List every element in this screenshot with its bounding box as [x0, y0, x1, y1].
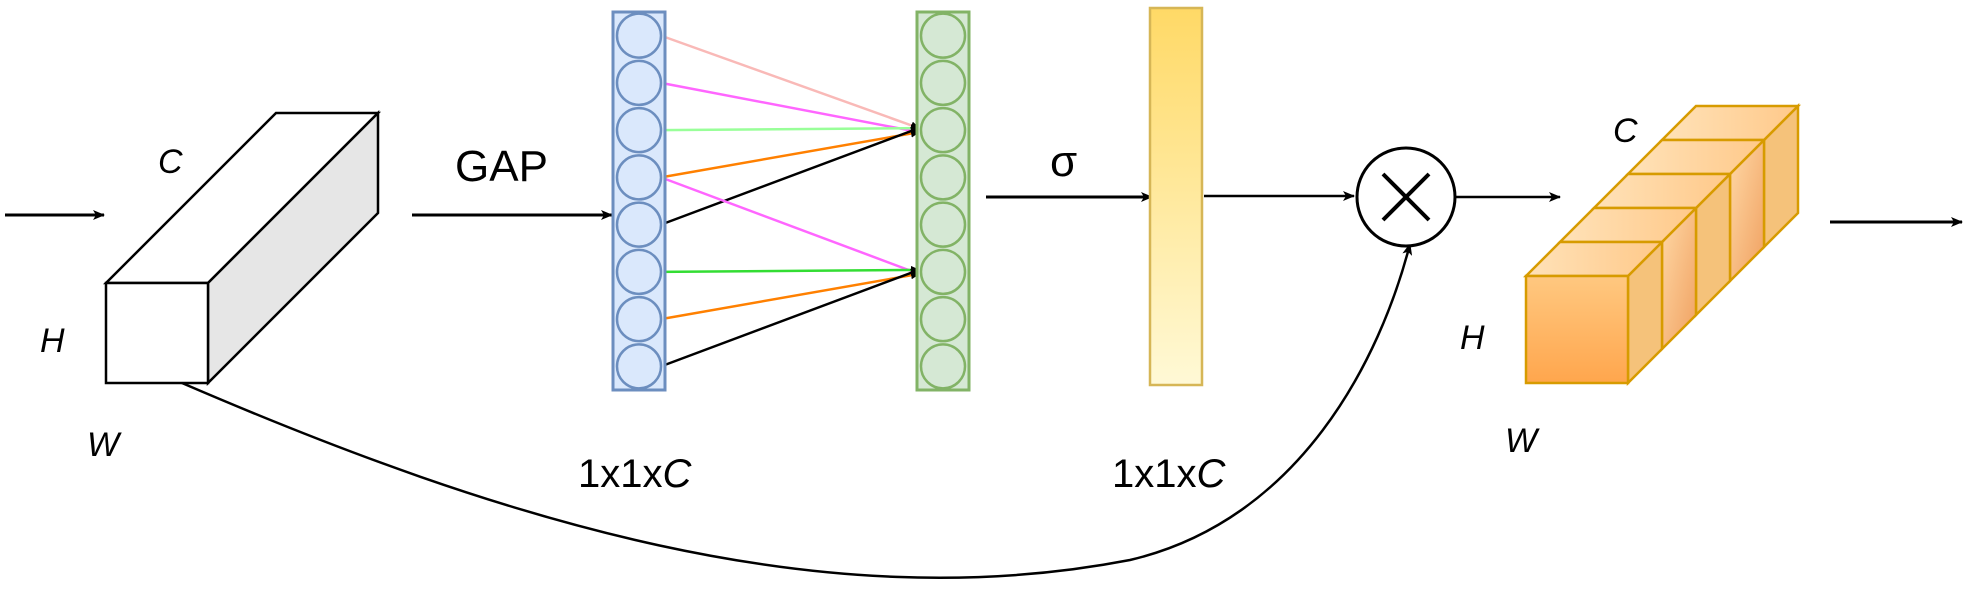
fc-connection — [660, 34, 920, 130]
skip-connection-arrow — [181, 243, 1413, 579]
fc-neuron — [919, 248, 967, 296]
sigma-label: σ — [1050, 137, 1077, 186]
fc-neuron — [919, 201, 967, 248]
fc-neuron — [919, 295, 967, 343]
fc-connection — [660, 271, 920, 321]
gap-label: GAP — [455, 142, 548, 191]
gap-neuron — [615, 295, 663, 343]
fc-neuron — [919, 59, 967, 107]
channel-slice-front — [1524, 274, 1630, 385]
fc-connections — [660, 34, 920, 368]
fc-connection — [660, 265, 920, 274]
fc-connection — [660, 126, 920, 226]
gap-neuron — [615, 106, 663, 154]
input-feature-map — [102, 109, 382, 387]
output-c-label: C — [1613, 112, 1638, 150]
gap-neuron — [615, 12, 663, 59]
fc-connection — [660, 129, 920, 179]
fc-connection — [660, 124, 920, 133]
channel-weights-bar — [1148, 6, 1204, 387]
gap-neuron — [615, 59, 663, 107]
gap-neuron — [615, 154, 663, 201]
fc-neuron — [919, 343, 967, 390]
fc-output-layer — [915, 10, 971, 392]
gap-neuron — [615, 343, 663, 390]
input-c-label: C — [158, 143, 183, 181]
gap-vector-size-label: 1x1xC — [578, 452, 693, 496]
fc-neuron — [919, 12, 967, 59]
input-h-label: H — [40, 322, 65, 360]
gap-neuron — [615, 248, 663, 296]
output-h-label: H — [1460, 319, 1485, 357]
multiply-icon — [1355, 146, 1457, 248]
fc-connection — [660, 268, 920, 368]
input-w-label: W — [87, 426, 122, 464]
output-w-label: W — [1505, 422, 1540, 460]
weights-size-label: 1x1xC — [1112, 452, 1227, 496]
fc-connection — [660, 176, 920, 276]
fc-neuron — [919, 154, 967, 201]
output-feature-map — [1522, 102, 1802, 387]
gap-neuron — [615, 201, 663, 248]
fc-neuron — [919, 106, 967, 154]
gap-vector-layer — [611, 10, 667, 392]
fc-connection — [660, 81, 920, 135]
